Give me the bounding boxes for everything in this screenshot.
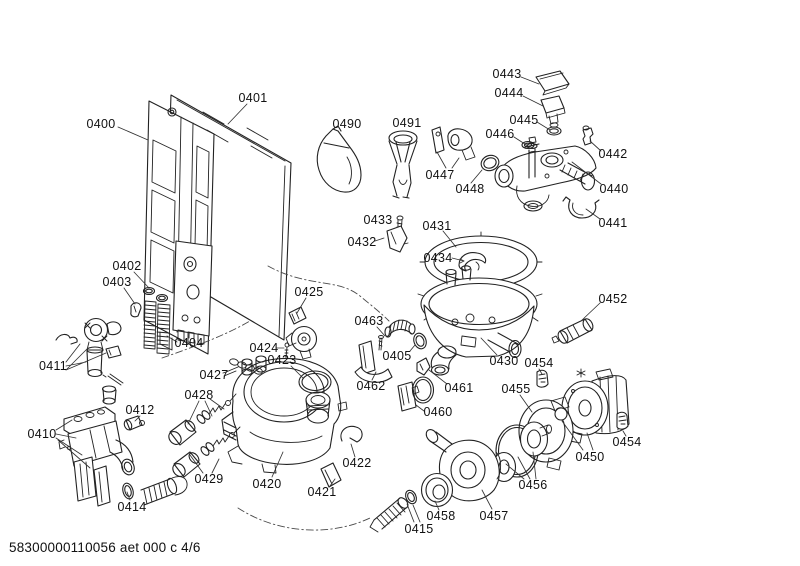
- hose-clamp: [562, 196, 600, 219]
- fitting-0412: [123, 415, 145, 431]
- dispenser-valve-block: [540, 95, 566, 128]
- seal-disc-set-0456: [491, 421, 552, 483]
- cylinder-0410: [101, 385, 117, 405]
- wire-clip-0422: [340, 425, 363, 443]
- reference-curves: [161, 265, 390, 531]
- capacitor: [551, 318, 594, 344]
- mounting-bracket-0462: [354, 340, 393, 383]
- pin-0410: [102, 373, 124, 386]
- o-ring-0405: [413, 332, 427, 350]
- cover-plate: [535, 70, 570, 96]
- heater-assembly: [221, 355, 348, 474]
- bracket-0432: [386, 225, 409, 253]
- injector-0429: [172, 426, 241, 478]
- ball-0456: [554, 407, 568, 421]
- fill-valve-0411: [55, 317, 122, 378]
- cover-plate-0421: [320, 462, 342, 488]
- bearing-ring-0458: [420, 472, 454, 508]
- dispenser-cup-0425: [285, 306, 318, 360]
- fill-valve-bracket: [431, 126, 476, 161]
- door-springs: [143, 300, 171, 355]
- detergent-dispenser-housing: [172, 240, 213, 345]
- clip-0461: [416, 357, 431, 376]
- o-ring-0448: [480, 154, 500, 172]
- water-distributor: [494, 136, 597, 212]
- o-ring-0445: [546, 126, 562, 136]
- pump-housing-0457: [425, 429, 502, 502]
- document-number: 58300000110056 aet 000 c 4/6: [9, 540, 201, 555]
- clip-0454-upper: [536, 369, 549, 388]
- drain-hose-end-0415: [369, 489, 417, 533]
- screw-0463: [378, 335, 384, 351]
- leader-lines: [55, 76, 627, 523]
- o-ring-set-0427: [222, 358, 263, 377]
- detergent-jug: [316, 125, 362, 193]
- door-clip: [130, 302, 142, 318]
- hose-fitting-0414: [122, 476, 188, 506]
- screw-0424: [284, 342, 290, 359]
- sump-body: [417, 265, 543, 376]
- vent-valve: [582, 125, 594, 146]
- ribbed-elbow-hose: [384, 319, 416, 338]
- float-switch: [397, 376, 435, 412]
- seal-ring-0423: [298, 370, 332, 394]
- funnel: [388, 130, 418, 199]
- clip-0454-lower: [616, 411, 629, 430]
- injector-0428: [168, 393, 237, 446]
